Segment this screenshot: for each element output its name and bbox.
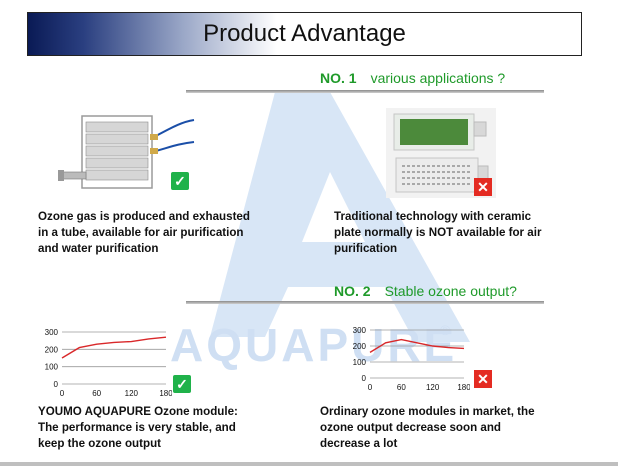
- section-2-label: Stable ozone output?: [384, 283, 517, 299]
- plate-caption-line-3: purification: [334, 242, 398, 255]
- y-tick-label: 100: [45, 363, 59, 372]
- ordinary-output-chart: 0 100 200 300 0 60 120 180: [353, 326, 470, 392]
- section-2-number: NO. 2: [334, 283, 371, 299]
- youmo-output-chart: 0 100 200 300 0 60 120 180: [45, 328, 172, 398]
- youmo-caption-line-3: keep the ozone output: [38, 437, 162, 450]
- page-title: Product Advantage: [203, 20, 406, 47]
- tube-caption-line-1: Ozone gas is produced and exhausted: [38, 210, 250, 223]
- title-banner: Product Advantage: [27, 12, 582, 56]
- section-2-divider: [186, 301, 544, 304]
- tube-caption-line-3: and water purification: [38, 242, 159, 255]
- checkmark-icon: ✓: [173, 375, 191, 393]
- ozone-tube-photo: [58, 115, 195, 189]
- x-tick-label: 0: [368, 383, 373, 392]
- x-tick-label: 120: [426, 383, 440, 392]
- bottom-border: [0, 462, 618, 466]
- x-tick-label: 60: [92, 389, 101, 398]
- checkmark-icon: ✓: [171, 172, 189, 190]
- ordinary-caption-line-1: Ordinary ozone modules in market, the: [320, 405, 535, 418]
- series-line: [369, 338, 465, 353]
- x-tick-label: 180: [457, 383, 470, 392]
- plate-caption: Traditional technology with ceramic plat…: [334, 209, 594, 257]
- cross-icon: ✕: [474, 370, 492, 388]
- x-tick-label: 60: [397, 383, 406, 392]
- y-tick-label: 0: [54, 380, 59, 389]
- youmo-caption: YOUMO AQUAPURE Ozone module: The perform…: [38, 404, 298, 452]
- ordinary-caption-line-3: decrease a lot: [320, 437, 398, 450]
- section-1-label: various applications ?: [370, 70, 506, 86]
- youmo-caption-line-2: The performance is very stable, and: [38, 421, 236, 434]
- y-tick-label: 0: [362, 374, 367, 383]
- x-tick-label: 180: [159, 389, 172, 398]
- plate-caption-line-1: Traditional technology with ceramic: [334, 210, 532, 223]
- series-line: [61, 336, 167, 359]
- y-tick-label: 300: [353, 326, 367, 335]
- x-tick-label: 0: [60, 389, 65, 398]
- youmo-caption-line-1: YOUMO AQUAPURE Ozone module:: [38, 405, 238, 418]
- x-tick-label: 120: [125, 389, 139, 398]
- tube-caption: Ozone gas is produced and exhausted in a…: [38, 209, 298, 257]
- section-1-number: NO. 1: [320, 70, 357, 86]
- ordinary-caption-line-2: ozone output decrease soon and: [320, 421, 502, 434]
- plate-caption-line-2: plate normally is NOT available for air: [334, 226, 542, 239]
- section-1-divider: [186, 90, 544, 93]
- y-tick-label: 200: [353, 342, 367, 351]
- section-1-heading: NO. 1 various applications ?: [320, 70, 505, 86]
- tube-caption-line-2: in a tube, available for air purificatio…: [38, 226, 244, 239]
- y-tick-label: 100: [353, 358, 367, 367]
- watermark-a-logo: [210, 92, 470, 342]
- section-2-heading: NO. 2 Stable ozone output?: [334, 283, 517, 299]
- y-tick-label: 200: [45, 345, 59, 354]
- y-tick-label: 300: [45, 328, 59, 337]
- cross-icon: ✕: [474, 178, 492, 196]
- ordinary-caption: Ordinary ozone modules in market, the oz…: [320, 404, 600, 452]
